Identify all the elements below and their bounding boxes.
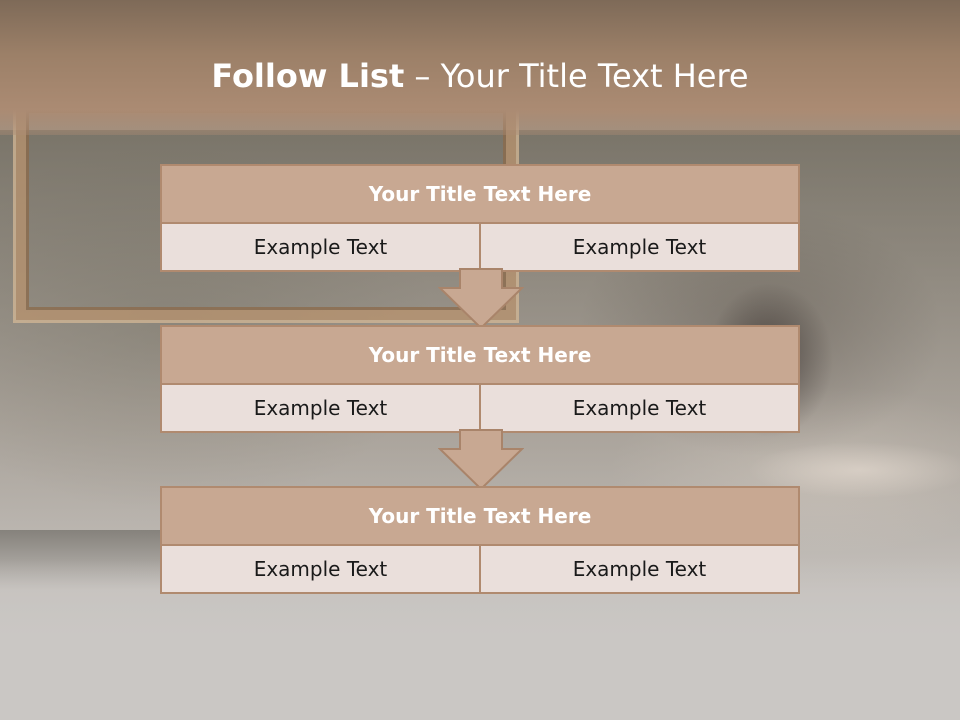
flow-block-title[interactable]: Your Title Text Here (162, 166, 798, 224)
flow-block-cell[interactable]: Example Text (162, 385, 479, 431)
slide-title-bold: Follow List (211, 57, 405, 95)
flow-block-title[interactable]: Your Title Text Here (162, 488, 798, 546)
flow-block-cell[interactable]: Example Text (479, 385, 798, 431)
arrow-down-icon (438, 268, 524, 330)
slide-title[interactable]: Follow List – Your Title Text Here (0, 52, 960, 100)
slide-title-rest: – Your Title Text Here (404, 57, 749, 95)
flow-block-cell[interactable]: Example Text (479, 224, 798, 270)
flow-block-cells: Example Text Example Text (162, 546, 798, 592)
flow-block-3[interactable]: Your Title Text Here Example Text Exampl… (160, 486, 800, 594)
flow-block-cell[interactable]: Example Text (479, 546, 798, 592)
flow-block-cells: Example Text Example Text (162, 385, 798, 431)
flow-block-cell[interactable]: Example Text (162, 224, 479, 270)
header-band (0, 0, 960, 135)
flow-block-1[interactable]: Your Title Text Here Example Text Exampl… (160, 164, 800, 272)
arrow-down-icon (438, 429, 524, 491)
flow-block-cells: Example Text Example Text (162, 224, 798, 270)
flow-block-title[interactable]: Your Title Text Here (162, 327, 798, 385)
flow-block-cell[interactable]: Example Text (162, 546, 479, 592)
flow-block-2[interactable]: Your Title Text Here Example Text Exampl… (160, 325, 800, 433)
